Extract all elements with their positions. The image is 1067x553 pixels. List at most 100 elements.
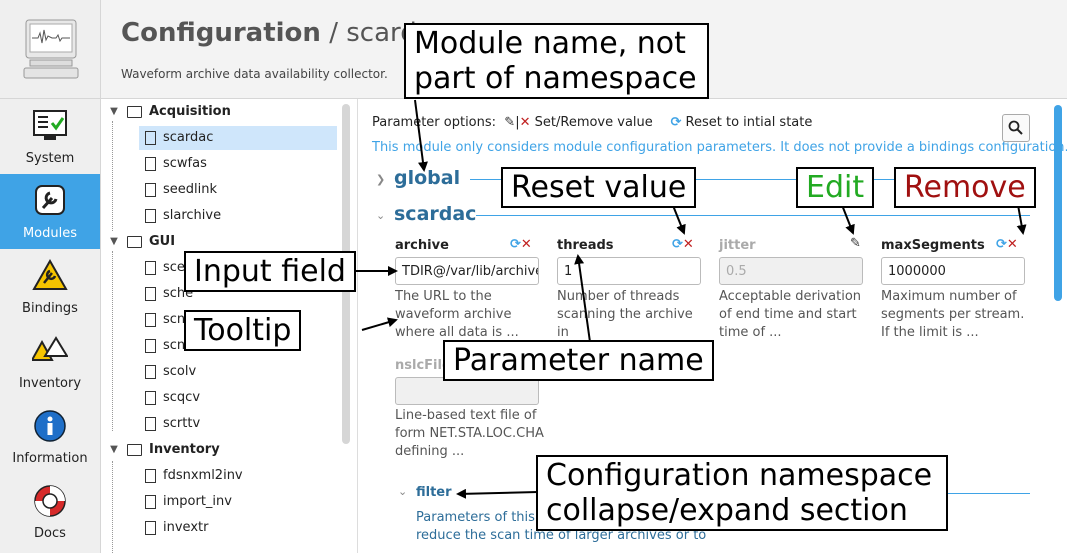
param-input-nslcfile[interactable] bbox=[395, 377, 539, 405]
tooltip-line: time of ... bbox=[719, 325, 782, 340]
nav-item-label: Information bbox=[12, 451, 88, 466]
reset-icon[interactable]: ⟳ bbox=[510, 237, 521, 252]
tree-group-label: GUI bbox=[149, 234, 176, 249]
folder-icon bbox=[127, 106, 142, 118]
callout-input-field: Input field bbox=[184, 251, 356, 292]
nav-item-label: Inventory bbox=[18, 376, 82, 391]
remove-icon[interactable]: ✕ bbox=[1006, 237, 1018, 252]
tooltip-line: Maximum number of bbox=[881, 289, 1017, 304]
file-icon bbox=[145, 495, 156, 509]
tooltip-line: form NET.STA.LOC.CHA bbox=[395, 426, 544, 441]
file-icon bbox=[145, 209, 156, 223]
search-icon bbox=[1008, 120, 1023, 135]
page-title: Configuration / scardac bbox=[121, 18, 447, 48]
tree-item[interactable]: import_inv bbox=[139, 490, 337, 514]
param-input-maxsegments[interactable]: 1000000 bbox=[881, 257, 1025, 285]
section-filter[interactable]: filter bbox=[416, 485, 452, 500]
tree-item[interactable]: sce bbox=[139, 256, 337, 280]
tooltip-line: where all data is ... bbox=[395, 325, 519, 340]
param-actions: ⟳✕ bbox=[996, 237, 1018, 252]
tree-group-gui[interactable]: ▼ GUI bbox=[107, 230, 347, 254]
tree-item[interactable]: slarchive bbox=[139, 204, 337, 228]
tree-item[interactable]: invextr bbox=[139, 516, 337, 540]
param-tooltip-archive: The URL to the waveform archive where al… bbox=[395, 288, 545, 342]
reset-icon[interactable]: ⟳ bbox=[996, 237, 1007, 252]
section-scardac[interactable]: scardac bbox=[394, 203, 477, 225]
file-icon bbox=[145, 391, 156, 405]
title-separator: / bbox=[320, 18, 347, 48]
tree-item[interactable]: fdsnxml2inv bbox=[139, 464, 337, 488]
chevron-down-icon[interactable]: ⌄ bbox=[376, 209, 386, 222]
tooltip-line: defining ... bbox=[395, 444, 465, 459]
param-name-nslcfile: nslcFile bbox=[395, 358, 451, 373]
callout-parameter-name: Parameter name bbox=[443, 340, 714, 381]
folder-icon bbox=[127, 236, 142, 248]
remove-icon[interactable]: ✕ bbox=[682, 237, 694, 252]
file-icon bbox=[145, 521, 156, 535]
search-button[interactable] bbox=[1002, 114, 1030, 142]
tree-item[interactable]: scwfas bbox=[139, 152, 337, 176]
nav-item-information[interactable]: Information bbox=[0, 399, 100, 474]
terminal-icon bbox=[33, 110, 67, 140]
plugin-icon bbox=[35, 185, 65, 215]
tree-group-acquisition[interactable]: ▼ Acquisition bbox=[107, 100, 347, 124]
pencil-icon[interactable]: ✎ bbox=[850, 236, 861, 251]
remove-icon: ✕ bbox=[519, 115, 531, 130]
chevron-down-icon: ▼ bbox=[110, 444, 118, 455]
chevron-down-icon: ▼ bbox=[110, 236, 118, 247]
tree-guide-line bbox=[112, 251, 113, 431]
section-global[interactable]: global bbox=[394, 167, 461, 189]
tree-item-scardac[interactable]: scardac bbox=[139, 126, 337, 150]
nav-item-inventory[interactable]: Inventory bbox=[0, 324, 100, 399]
inventory-icon bbox=[32, 336, 68, 361]
param-input-jitter[interactable]: 0.5 bbox=[719, 257, 863, 285]
remove-icon[interactable]: ✕ bbox=[520, 237, 532, 252]
tooltip-line: Number of threads bbox=[557, 289, 680, 304]
reset-icon[interactable]: ⟳ bbox=[672, 237, 683, 252]
tooltip-line: segments per stream. bbox=[881, 307, 1025, 322]
param-name-threads: threads bbox=[557, 238, 614, 253]
param-input-threads[interactable]: 1 bbox=[557, 257, 701, 285]
section-divider bbox=[470, 179, 1030, 180]
tree-item-label: scn bbox=[163, 338, 186, 353]
callout-module-name: Module name, not part of namespace bbox=[404, 23, 709, 99]
tree-item[interactable]: seedlink bbox=[139, 178, 337, 202]
chevron-down-icon[interactable]: ⌄ bbox=[398, 485, 408, 498]
chevron-down-icon: ▼ bbox=[110, 106, 118, 117]
file-icon bbox=[145, 261, 156, 275]
file-icon bbox=[145, 287, 156, 301]
param-actions: ✎ bbox=[850, 236, 861, 251]
nav-item-docs[interactable]: Docs bbox=[0, 474, 100, 549]
file-icon bbox=[145, 183, 156, 197]
nav-item-bindings[interactable]: Bindings bbox=[0, 249, 100, 324]
filter-description: Parameters of this s bbox=[416, 510, 546, 525]
tree-item[interactable]: scn bbox=[139, 308, 337, 332]
nav-item-label: Docs bbox=[34, 526, 66, 541]
file-icon bbox=[145, 365, 156, 379]
param-input-archive[interactable]: TDIR@/var/lib/archive bbox=[395, 257, 539, 285]
folder-icon bbox=[127, 444, 142, 456]
tree-item[interactable]: scrttv bbox=[139, 412, 337, 436]
tree-group-inventory[interactable]: ▼ Inventory bbox=[107, 438, 347, 462]
tree-guide-line bbox=[112, 121, 113, 231]
nav-item-modules[interactable]: Modules bbox=[0, 174, 100, 249]
nav-item-system[interactable]: System bbox=[0, 99, 100, 174]
app-logo bbox=[0, 0, 100, 99]
tree-item-label: scwfas bbox=[163, 156, 207, 171]
callout-tooltip: Tooltip bbox=[184, 310, 302, 351]
tree-item[interactable]: scqcv bbox=[139, 386, 337, 410]
tree-item[interactable]: scn bbox=[139, 334, 337, 358]
tree-item-label: scn bbox=[163, 312, 186, 327]
tree-item-label: seedlink bbox=[163, 182, 218, 197]
tree-item-label: scolv bbox=[163, 364, 197, 379]
panel-scrollbar[interactable] bbox=[1054, 105, 1062, 301]
tooltip-line: Line-based text file of bbox=[395, 408, 537, 423]
chevron-right-icon[interactable]: ❯ bbox=[376, 173, 386, 186]
pencil-icon: ✎ bbox=[500, 115, 516, 130]
separator-text: | bbox=[515, 115, 520, 130]
tooltip-line: The URL to the bbox=[395, 289, 492, 304]
callout-line: Module name, not bbox=[414, 26, 686, 61]
tree-item[interactable]: scolv bbox=[139, 360, 337, 384]
file-icon bbox=[145, 131, 156, 145]
tree-item-label: scqcv bbox=[163, 390, 201, 405]
